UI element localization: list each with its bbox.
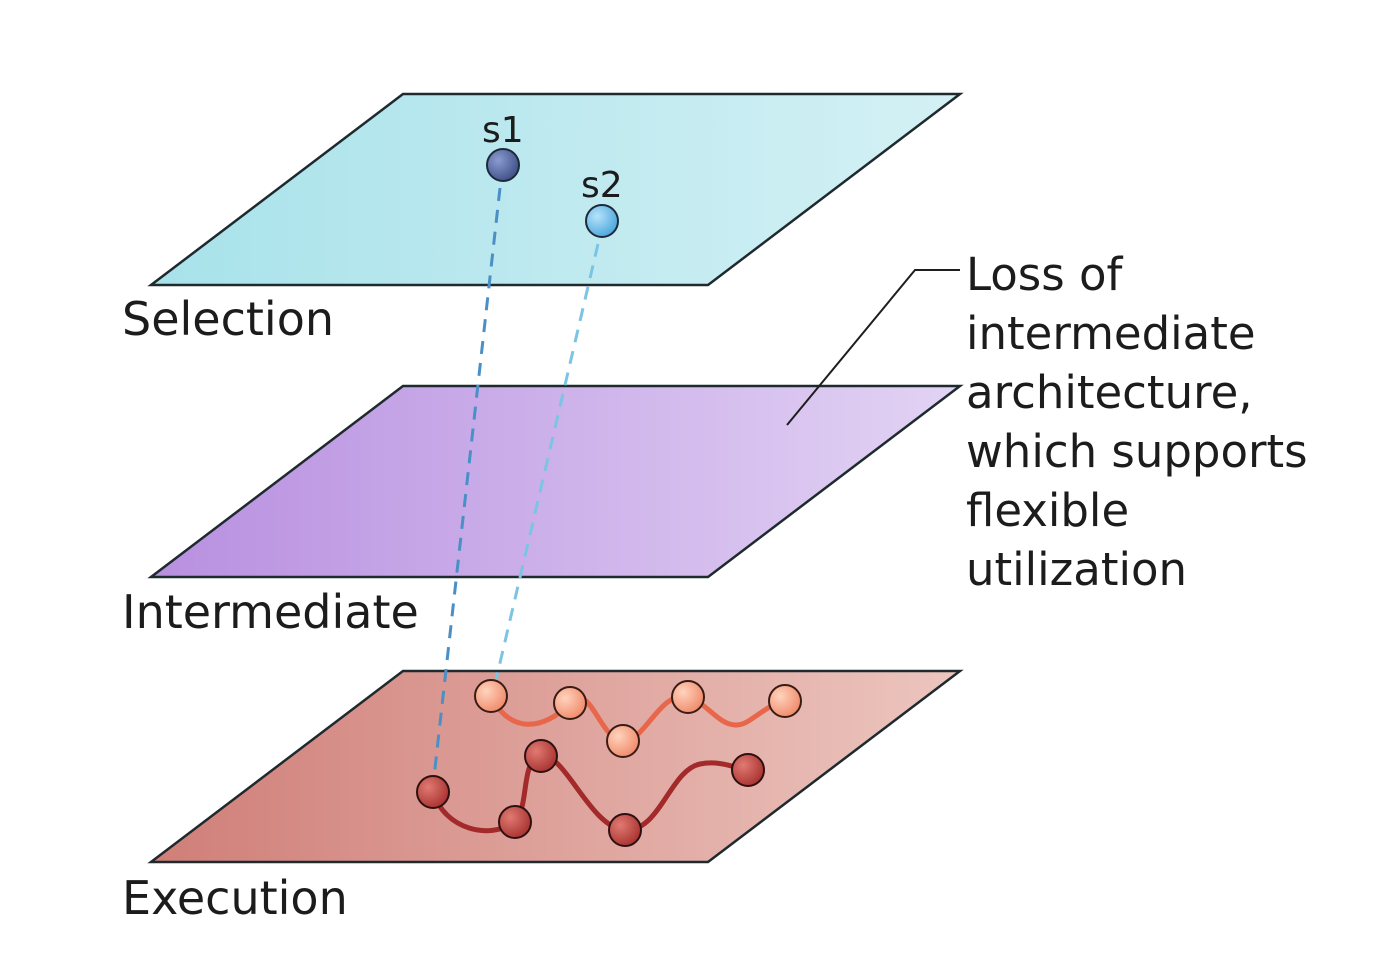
lower-sequence-node (416, 775, 450, 809)
intermediate-label: Intermediate (122, 585, 419, 639)
annotation-line: Loss of (966, 248, 1123, 301)
annotation-line: architecture, (966, 366, 1253, 419)
lower-sequence-node (498, 805, 532, 839)
upper-sequence-nodes (474, 679, 802, 758)
selection-label: Selection (122, 292, 334, 346)
upper-sequence-node (553, 686, 587, 720)
s1-label: s1 (482, 110, 524, 151)
s1-node (486, 148, 520, 182)
selection-plane (147, 92, 964, 287)
annotation-line: which supports (966, 425, 1308, 478)
annotation-leader-line (786, 269, 960, 426)
annotation-line: flexible (966, 484, 1130, 537)
lower-sequence-node (608, 813, 642, 847)
upper-sequence-node (768, 684, 802, 718)
upper-sequence-node (606, 724, 640, 758)
upper-sequence-node (671, 680, 705, 714)
upper-sequence-node (474, 679, 508, 713)
s2-node (585, 204, 619, 238)
annotation-line: intermediate (966, 307, 1256, 360)
lower-sequence-node (524, 739, 558, 773)
intermediate-plane (147, 384, 964, 579)
s2-connection-line (494, 243, 600, 681)
upper-sequence-line (488, 693, 786, 744)
annotation-text: Loss of intermediate architecture, which… (966, 245, 1396, 599)
execution-plane (147, 669, 964, 864)
s2-label: s2 (581, 165, 623, 206)
lower-sequence-node (731, 753, 765, 787)
execution-label: Execution (122, 871, 348, 925)
annotation-line: utilization (966, 543, 1188, 596)
lower-sequence-nodes (416, 739, 765, 847)
s1-connection-line (431, 187, 502, 787)
